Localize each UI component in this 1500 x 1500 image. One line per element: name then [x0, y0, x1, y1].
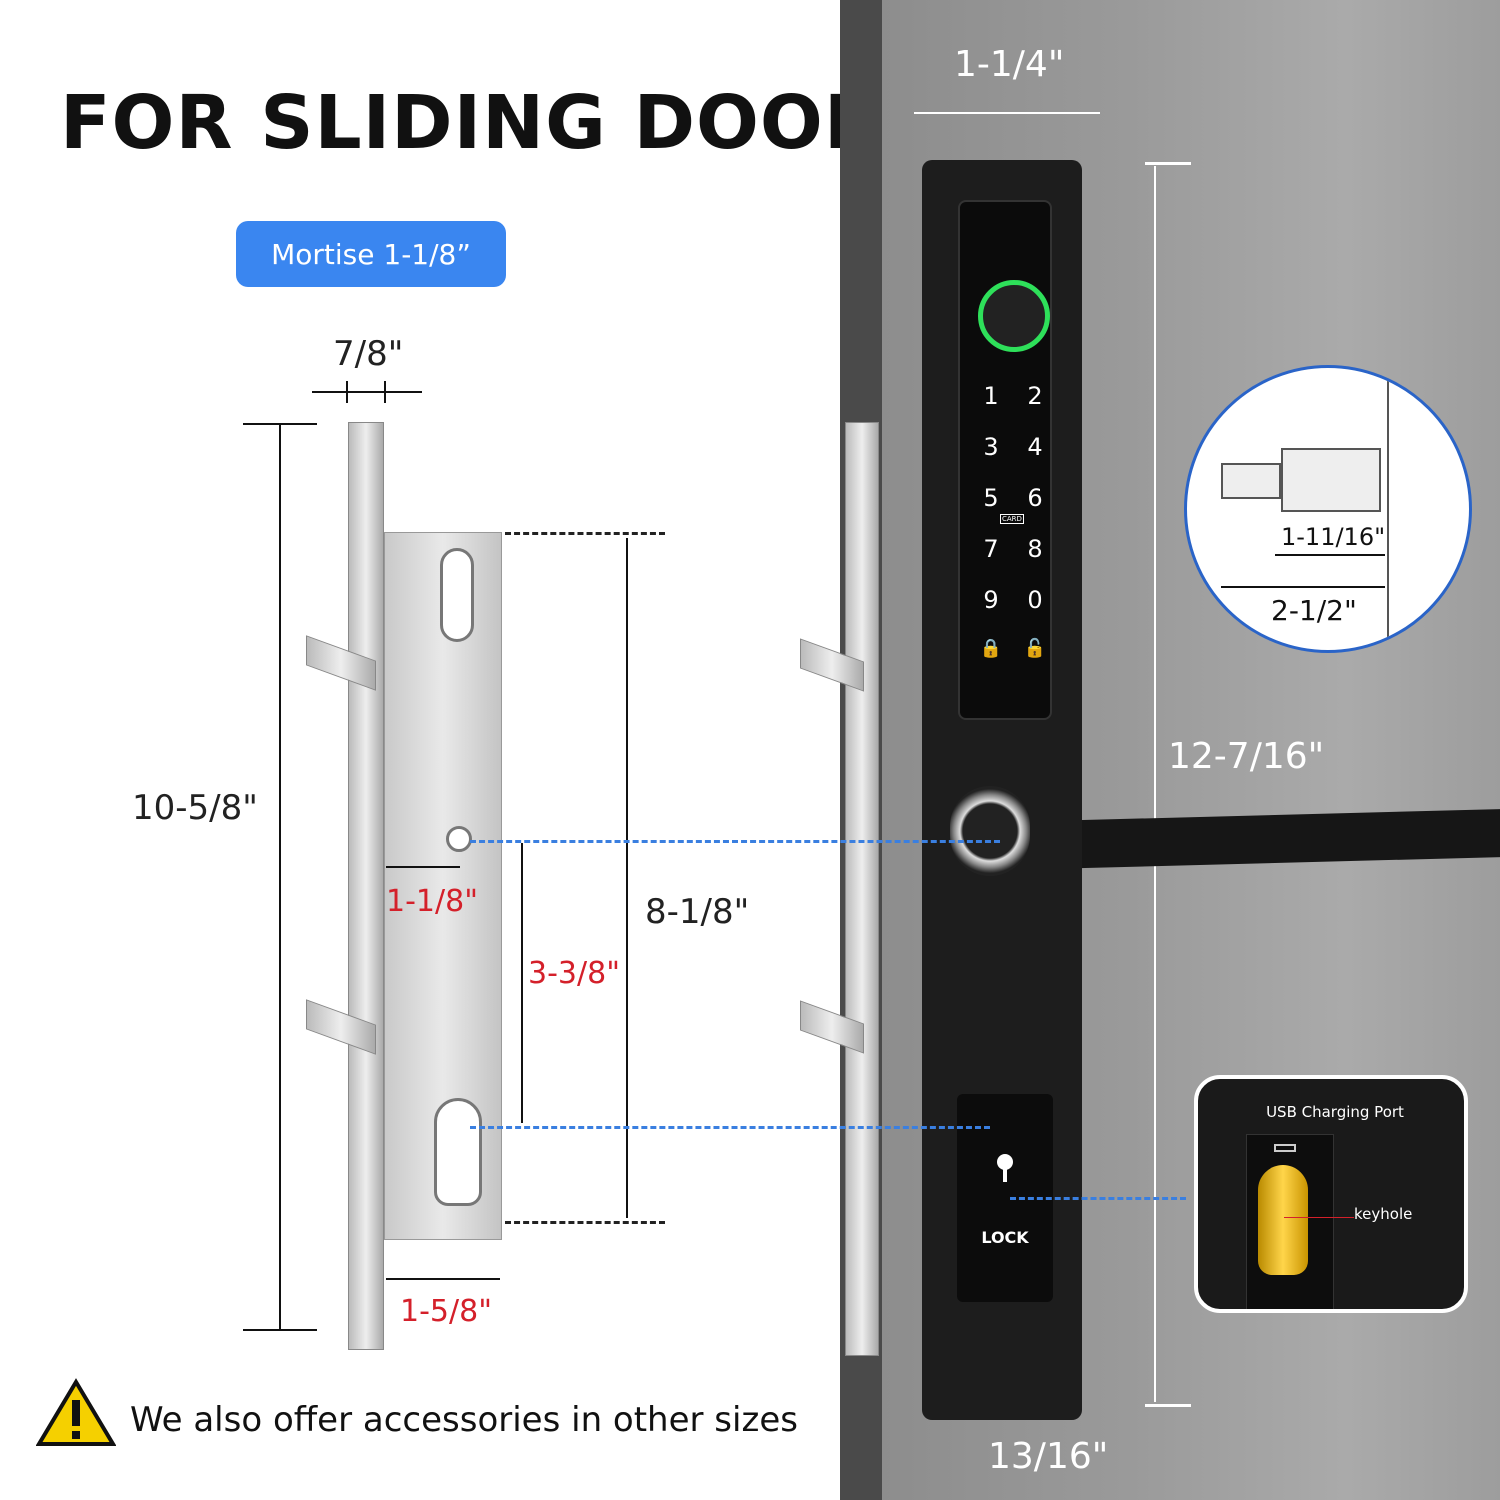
key-0[interactable]: 0 [1027, 586, 1043, 614]
dim-line [386, 1278, 500, 1280]
backset-label: 1-1/8" [386, 884, 478, 919]
key-3[interactable]: 3 [983, 433, 999, 461]
lever-rose [950, 786, 1030, 876]
right-faceplate [845, 422, 879, 1356]
faceplate-width-label: 7/8" [333, 334, 404, 374]
alignment-line [1010, 1197, 1186, 1200]
page-title: FOR SLIDING DOOR [60, 80, 882, 166]
ref-line [505, 532, 665, 535]
dim-line [1221, 586, 1385, 588]
keyhole-label: keyhole [1354, 1205, 1413, 1223]
key-4[interactable]: 4 [1027, 433, 1043, 461]
alignment-line [470, 840, 1000, 843]
dim-line [243, 1329, 317, 1331]
case-height-label: 8-1/8" [645, 892, 750, 932]
unlock-icon[interactable]: 🔓 [1023, 638, 1047, 659]
dim-tick [384, 381, 386, 403]
spindle-outer-label: 2-1/2" [1271, 594, 1357, 627]
dim-line [914, 112, 1100, 114]
key-icon [997, 1154, 1013, 1170]
key-8[interactable]: 8 [1027, 535, 1043, 563]
center-distance-label: 3-3/8" [528, 956, 620, 991]
key-1[interactable]: 1 [983, 382, 999, 410]
lock-label: LOCK [981, 1228, 1029, 1247]
dim-line [243, 423, 317, 425]
slot-hole [440, 548, 474, 642]
card-reader-label: CARD [1000, 514, 1024, 524]
door-line [1387, 368, 1389, 650]
fingerprint-sensor[interactable] [978, 280, 1050, 352]
spindle-hole [446, 826, 472, 852]
mortise-faceplate [348, 422, 384, 1350]
cylinder-hole [434, 1098, 482, 1206]
key-5[interactable]: 5 [983, 484, 999, 512]
usb-keyhole-inset: USB Charging Port keyhole [1194, 1075, 1468, 1313]
mortise-badge: Mortise 1-1/8” [236, 221, 506, 287]
dim-line [1145, 1404, 1191, 1407]
notice-text: We also offer accessories in other sizes [130, 1400, 798, 1440]
key-9[interactable]: 9 [983, 586, 999, 614]
key-7[interactable]: 7 [983, 535, 999, 563]
cylinder-backset-label: 1-5/8" [400, 1294, 492, 1329]
lock-depth-label: 13/16" [988, 1436, 1109, 1477]
spindle-inner-label: 1-11/16" [1281, 523, 1386, 551]
keypad-panel: 1 2 3 4 5 6 CARD 7 8 9 0 🔒 🔓 [958, 200, 1052, 720]
dim-tick [346, 381, 348, 403]
key-icon-stem [1003, 1166, 1007, 1182]
dim-line [521, 843, 523, 1123]
lock-width-label: 1-1/4" [954, 44, 1065, 85]
dim-line [1145, 162, 1191, 165]
warning-icon [36, 1378, 116, 1446]
overall-height-label: 10-5/8" [132, 788, 258, 828]
usb-label: USB Charging Port [1266, 1103, 1404, 1121]
pointer-line [1284, 1217, 1354, 1218]
dim-line [626, 538, 628, 1218]
key-6[interactable]: 6 [1027, 484, 1043, 512]
lock-height-label: 12-7/16" [1168, 736, 1325, 777]
ref-line [505, 1221, 665, 1224]
alignment-line [470, 1126, 990, 1129]
dim-line [279, 425, 281, 1329]
spindle-shape [1221, 463, 1281, 499]
spindle-detail: 1-11/16" 2-1/2" [1184, 365, 1472, 653]
lock-icon[interactable]: 🔒 [979, 638, 1003, 659]
spindle-shape [1281, 448, 1381, 512]
usb-port-icon [1274, 1144, 1296, 1152]
keyhole-cylinder[interactable] [1258, 1165, 1308, 1275]
dim-line [1275, 554, 1385, 556]
key-2[interactable]: 2 [1027, 382, 1043, 410]
dim-line [1154, 166, 1156, 1402]
dim-line [386, 866, 460, 868]
dim-line [312, 391, 422, 393]
